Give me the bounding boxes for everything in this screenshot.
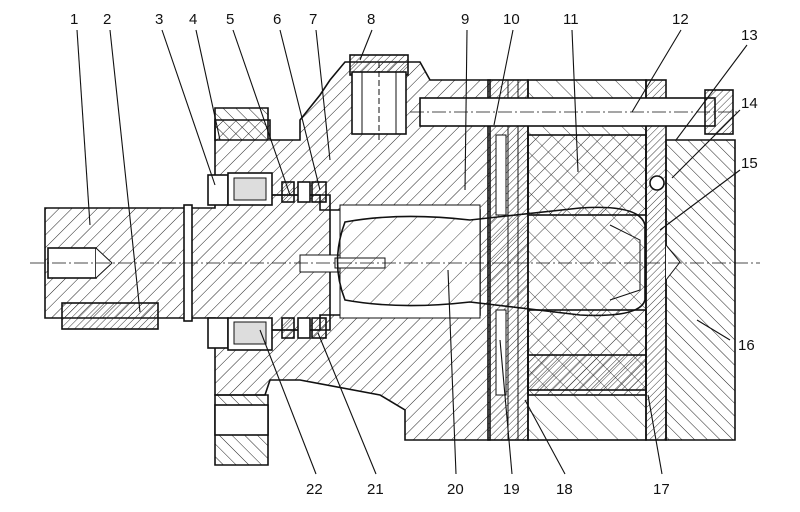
callout-20: 20: [447, 481, 464, 498]
callout-6: 6: [273, 11, 281, 28]
callout-18: 18: [556, 481, 573, 498]
callout-9: 9: [461, 11, 469, 28]
callout-16: 16: [738, 337, 755, 354]
tie-bolt: [410, 89, 740, 135]
callout-19: 19: [503, 481, 520, 498]
callout-2: 2: [103, 11, 111, 28]
valve-plate-stack: [487, 79, 529, 441]
callout-17: 17: [653, 481, 670, 498]
leader-lines: [76, 29, 748, 475]
end-plate: [645, 79, 667, 441]
callout-3: 3: [155, 11, 163, 28]
callout-7: 7: [309, 11, 317, 28]
callout-21: 21: [367, 481, 384, 498]
shaft-seal: [207, 174, 229, 349]
callout-15: 15: [741, 155, 758, 172]
needle-bearing: [227, 172, 273, 351]
callout-8: 8: [367, 11, 375, 28]
callout-11: 11: [563, 11, 579, 28]
end-cover: [649, 139, 736, 441]
shaft-key: [61, 302, 159, 330]
thrust-washers: [281, 181, 327, 339]
callout-4: 4: [189, 11, 197, 28]
mounting-flange: [214, 107, 269, 466]
callout-labels: 1 2 3 4 5 6 7 8 9 10 11 12 13 14 15 16 2…: [70, 11, 758, 498]
stator-rotor-set: [527, 79, 647, 441]
port-plug: [349, 54, 409, 140]
callout-12: 12: [672, 11, 689, 28]
callout-1: 1: [70, 11, 78, 28]
callout-14: 14: [741, 95, 758, 112]
callout-5: 5: [226, 11, 234, 28]
callout-13: 13: [741, 27, 758, 44]
callout-10: 10: [503, 11, 520, 28]
callout-22: 22: [306, 481, 323, 498]
